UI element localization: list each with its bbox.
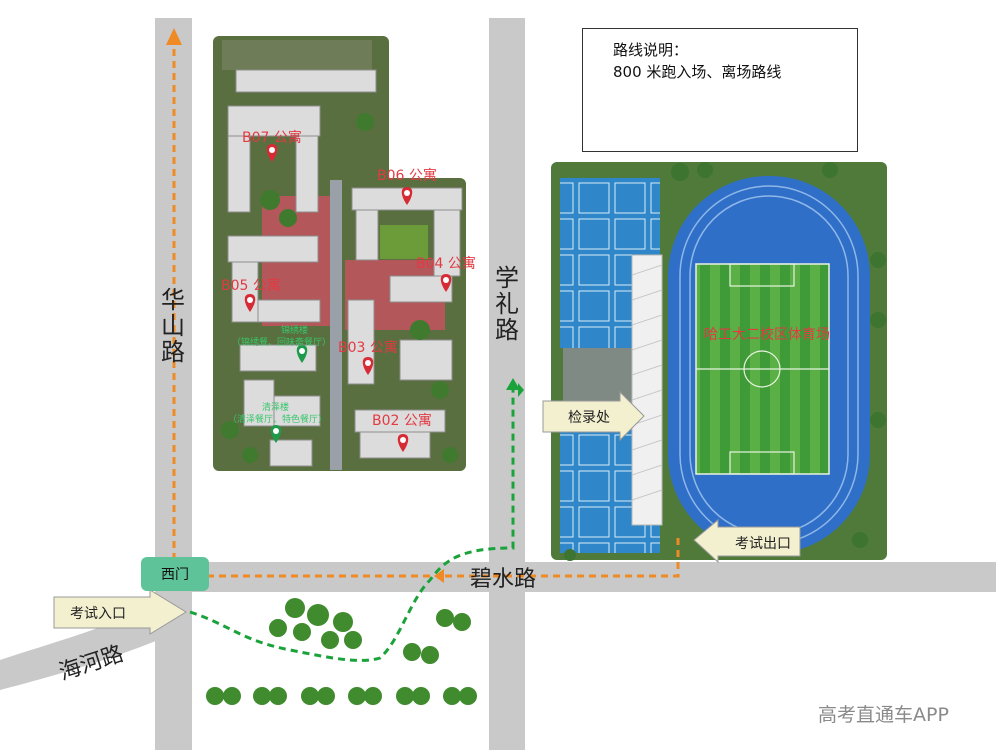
exit-sign-shape	[693, 518, 801, 564]
road-label-huashan-1: 华	[161, 286, 185, 314]
pin-b02	[397, 434, 409, 452]
label-b02: B02 公寓	[372, 412, 432, 429]
label-b03: B03 公寓	[338, 339, 398, 356]
checkin-label: 检录处	[568, 410, 610, 426]
label-canteen-qingze: 清泽楼	[262, 401, 289, 413]
pin-b05	[244, 294, 256, 312]
stadium-area: 哈工大二校区体育场	[551, 162, 887, 561]
exit-arrow-top	[166, 28, 182, 45]
legend-title: 路线说明：	[613, 41, 689, 59]
road-label-xueli-1: 学	[495, 264, 519, 292]
road-xueli	[489, 18, 525, 750]
label-b05: B05 公寓	[221, 277, 281, 294]
label-b04: B04 公寓	[416, 255, 476, 272]
road-label-huashan-3: 路	[161, 338, 185, 366]
road-label-xueli-3: 路	[495, 316, 519, 344]
pin-b07	[266, 144, 278, 162]
label-stadium: 哈工大二校区体育场	[704, 326, 830, 343]
watermark: 高考直通车APP	[818, 704, 949, 726]
west-gate: 西门	[141, 557, 209, 591]
south-trees	[206, 598, 477, 705]
road-label-xueli-2: 礼	[495, 290, 519, 318]
label-b06: B06 公寓	[377, 167, 437, 184]
dormitory-block	[213, 36, 466, 471]
exam-exit-label: 考试出口	[735, 536, 791, 552]
checkin-sign-shape	[542, 390, 645, 442]
label-canteen-qingze-sub: （清泽餐厅、特色餐厅）	[228, 413, 327, 425]
pin-b03	[362, 357, 374, 375]
exit-arrow-mid	[434, 569, 444, 583]
entry-arrow-up	[506, 378, 520, 390]
exit-route	[172, 45, 680, 578]
west-gate-label: 西门	[161, 567, 189, 583]
legend-description: 800 米跑入场、离场路线	[613, 63, 782, 81]
label-canteen-jinxiu-sub: （锦绣餐、回味斋餐厅）	[232, 336, 331, 348]
pin-canteen-qingze	[270, 425, 282, 443]
road-label-bishui: 碧水路	[470, 567, 536, 592]
pin-b04	[440, 274, 452, 292]
label-b07: B07 公寓	[242, 129, 302, 146]
label-canteen-jinxiu: 锦绣楼	[281, 324, 308, 336]
entry-arrow-right	[518, 383, 524, 397]
pin-canteen-jinxiu	[296, 345, 308, 363]
road-label-huashan-2: 山	[161, 312, 185, 340]
pin-b06	[401, 187, 413, 205]
building-labels: B07 公寓 B06 公寓 B05 公寓 B04 公寓 B03 公寓 B02 公…	[221, 129, 476, 429]
entrance-sign-shape	[53, 589, 187, 635]
sign-shapes	[53, 390, 801, 635]
route-legend: 路线说明： 800 米跑入场、离场路线	[582, 28, 858, 152]
entry-route	[189, 390, 515, 662]
exam-entrance-label: 考试入口	[70, 606, 126, 622]
